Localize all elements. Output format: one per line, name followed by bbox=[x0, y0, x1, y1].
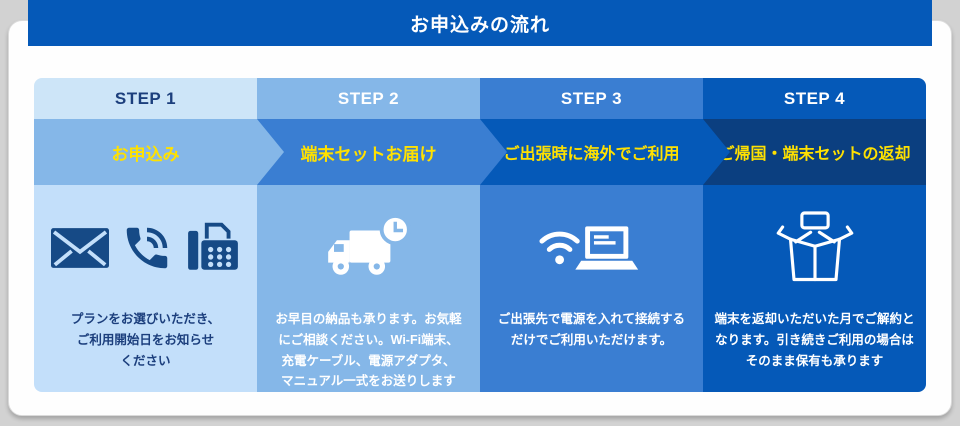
step3-icons bbox=[538, 211, 646, 285]
step4-header: STEP 4 bbox=[703, 78, 926, 119]
step3-band-label: ご出張時に海外でご利用 bbox=[503, 146, 680, 163]
step-column-1: STEP 1 お申込み bbox=[34, 78, 284, 392]
step2-label: STEP 2 bbox=[337, 88, 400, 108]
step2-header: STEP 2 bbox=[257, 78, 480, 119]
step3-label: STEP 3 bbox=[560, 88, 623, 108]
step1-label: STEP 1 bbox=[114, 88, 177, 108]
step4-label: STEP 4 bbox=[783, 88, 846, 108]
page-title: お申込みの流れ bbox=[409, 14, 550, 36]
delivery-truck-clock-icon bbox=[327, 213, 411, 275]
step-column-3: STEP 3 ご出張時に海外でご利用 ご出張先で電源を入れて接続する だけでご利… bbox=[480, 78, 730, 392]
step2-description: お早目の納品も承ります。お気軽 にご相談ください。Wi-Fi端末、 充電ケーブル… bbox=[275, 312, 462, 389]
wifi-laptop-icon bbox=[538, 226, 638, 270]
step2-body: お早目の納品も承ります。お気軽 にご相談ください。Wi-Fi端末、 充電ケーブル… bbox=[257, 185, 480, 392]
chevron-right-arrow bbox=[703, 119, 730, 185]
step3-header: STEP 3 bbox=[480, 78, 703, 119]
chevron-right-arrow bbox=[480, 119, 507, 185]
phone-icon bbox=[126, 227, 167, 269]
step1-icons bbox=[50, 211, 241, 285]
step3-band: ご出張時に海外でご利用 bbox=[480, 119, 730, 185]
step3-description: ご出張先で電源を入れて接続する だけでご利用いただけます。 bbox=[497, 312, 686, 347]
step-column-4: STEP 4 ご帰国・端末セットの返却 端末を返却いただいた月でご解約と なりま… bbox=[703, 78, 926, 392]
step3-body: ご出張先で電源を入れて接続する だけでご利用いただけます。 bbox=[480, 185, 703, 392]
step4-icons bbox=[773, 211, 857, 285]
flow-title-bar: お申込みの流れ bbox=[28, 0, 932, 46]
fax-icon bbox=[187, 222, 238, 270]
step4-band: ご帰国・端末セットの返却 bbox=[703, 119, 926, 185]
steps-grid: STEP 1 お申込み bbox=[34, 78, 926, 392]
chevron-right-arrow bbox=[257, 119, 284, 185]
step2-band-label: 端末セットお届け bbox=[300, 144, 437, 164]
step1-header: STEP 1 bbox=[34, 78, 257, 119]
step1-description: プランをお選びいただき、 ご利用開始日をお知らせ ください bbox=[70, 312, 221, 368]
step1-band-label: お申込み bbox=[111, 144, 180, 164]
mail-icon bbox=[50, 228, 109, 268]
step4-band-label: ご帰国・端末セットの返却 bbox=[718, 146, 911, 163]
step2-icons bbox=[322, 211, 416, 285]
step-column-2: STEP 2 端末セットお届け お早目の納品も承ります。お気軽 にご相談ください… bbox=[257, 78, 507, 392]
step4-body: 端末を返却いただいた月でご解約と なります。引き続きご利用の場合は そのまま保有… bbox=[703, 185, 926, 392]
open-box-return-icon bbox=[776, 211, 853, 282]
step1-body: プランをお選びいただき、 ご利用開始日をお知らせ ください bbox=[34, 185, 257, 392]
step4-description: 端末を返却いただいた月でご解約と なります。引き続きご利用の場合は そのまま保有… bbox=[714, 312, 915, 368]
step2-band: 端末セットお届け bbox=[257, 119, 507, 185]
step1-band: お申込み bbox=[34, 119, 284, 185]
